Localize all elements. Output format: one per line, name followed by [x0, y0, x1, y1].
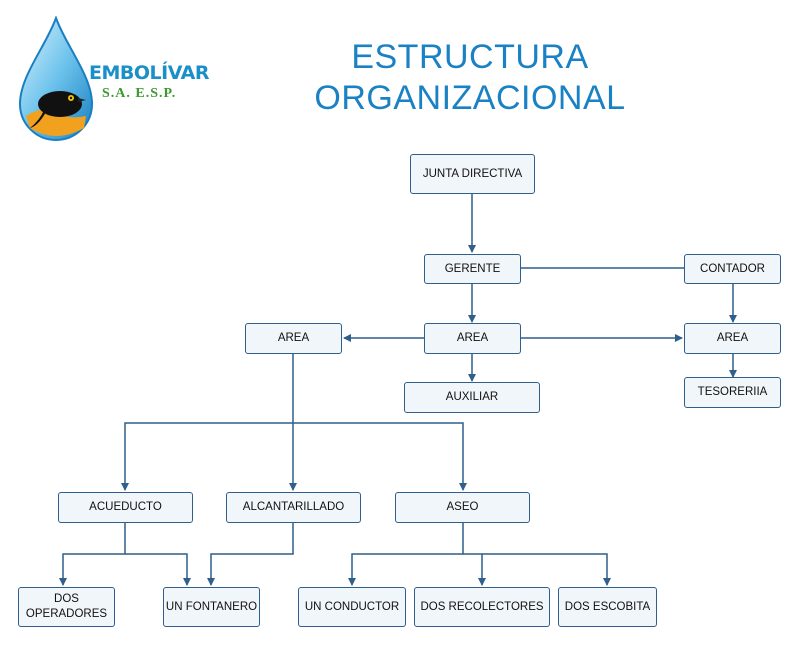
node-un-conductor: UN CONDUCTOR [298, 587, 406, 627]
node-area-center: AREA [424, 323, 521, 354]
node-acueducto: ACUEDUCTO [58, 492, 193, 523]
node-dos-escobita: DOS ESCOBITA [558, 587, 657, 627]
node-un-fontanero: UN FONTANERO [163, 587, 260, 627]
node-contador: CONTADOR [684, 254, 781, 284]
node-area-right: AREA [684, 323, 781, 354]
logo-brand-name: EMBOLÍVAR [89, 62, 209, 84]
edge-aseo-dos-recolectores [463, 553, 486, 586]
page-title-line2: ORGANIZACIONAL [314, 79, 626, 117]
edge-area-left-aseo [293, 422, 467, 491]
embolivar-logo-icon [18, 16, 94, 141]
node-auxiliar: AUXILIAR [404, 382, 540, 413]
page-title-line1: ESTRUCTURA [351, 38, 589, 76]
node-tesoreria: TESORERIIA [684, 377, 781, 408]
node-dos-recolectores: DOS RECOLECTORES [414, 587, 550, 627]
node-gerente: GERENTE [424, 254, 521, 284]
logo-brand-subtitle: S.A. E.S.P. [102, 86, 177, 101]
edge-aseo-dos-escobita [482, 553, 611, 586]
node-alcantarillado: ALCANTARILLADO [226, 492, 361, 523]
edge-acueducto-dos-operadores [59, 523, 126, 586]
edge-alcantarillado-un-fontanero [207, 523, 294, 586]
edge-area-left-acueducto [121, 422, 293, 491]
node-junta-directiva: JUNTA DIRECTIVA [410, 154, 535, 194]
edge-acueducto-un-fontanero [125, 553, 191, 586]
node-aseo: ASEO [395, 492, 530, 523]
node-area-left: AREA [245, 323, 342, 354]
edge-aseo-un-conductor [348, 523, 464, 586]
node-dos-operadores: DOS OPERADORES [18, 587, 115, 627]
